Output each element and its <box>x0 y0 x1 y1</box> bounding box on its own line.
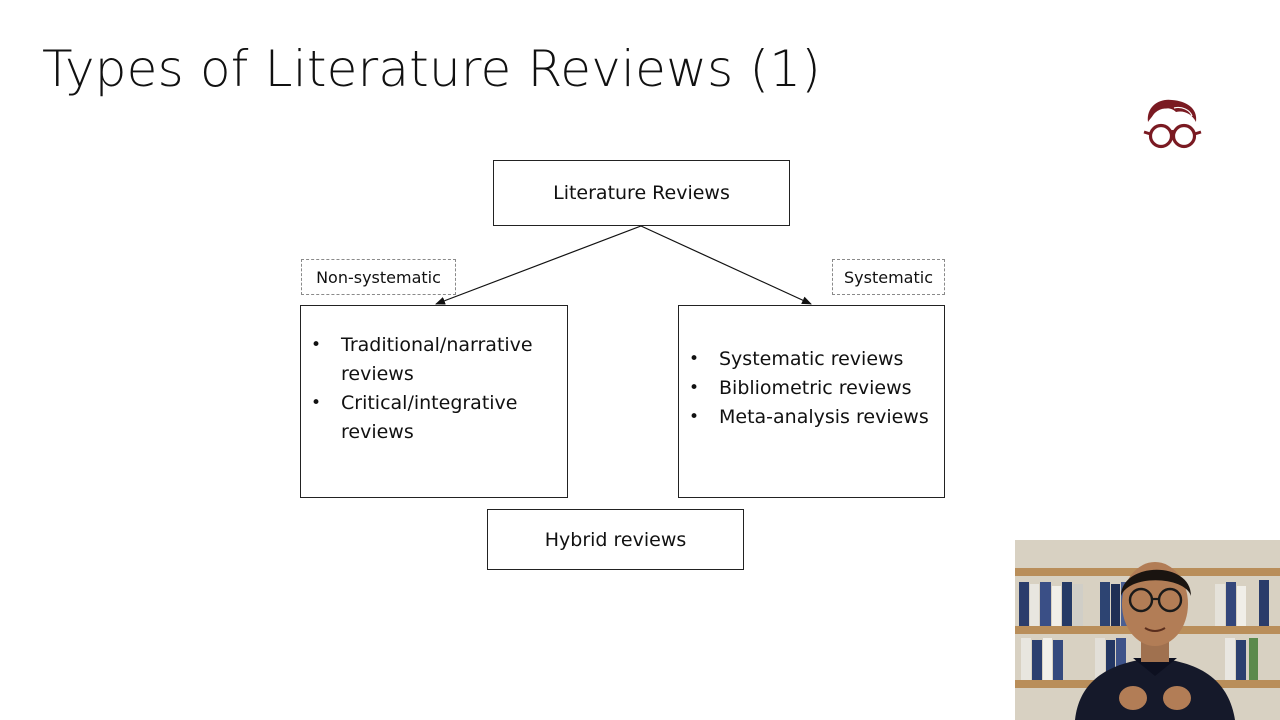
hybrid-reviews-box: Hybrid reviews <box>487 509 744 570</box>
presenter-video-frame <box>1015 540 1280 720</box>
arrow-to-systematic <box>640 225 812 305</box>
literature-reviews-box: Literature Reviews <box>493 160 790 226</box>
non-systematic-reviews-box: Traditional/narrative reviews Critical/i… <box>300 305 568 498</box>
systematic-reviews-box: Systematic reviews Bibliometric reviews … <box>678 305 945 498</box>
list-item: Traditional/narrative reviews <box>301 331 567 389</box>
systematic-list: Systematic reviews Bibliometric reviews … <box>679 345 944 432</box>
systematic-label: Systematic <box>844 267 933 287</box>
list-item: Systematic reviews <box>679 345 944 374</box>
non-systematic-tag: Non-systematic <box>301 259 456 295</box>
list-item: Critical/integrative reviews <box>301 389 567 447</box>
arrow-to-non-systematic <box>435 225 642 305</box>
non-systematic-list: Traditional/narrative reviews Critical/i… <box>301 331 567 447</box>
hybrid-reviews-label: Hybrid reviews <box>544 528 687 551</box>
presenter-webcam <box>1015 540 1280 720</box>
list-item: Meta-analysis reviews <box>679 403 944 432</box>
slide-title: Types of Literature Reviews (1) <box>42 40 821 98</box>
literature-reviews-label: Literature Reviews <box>553 182 730 204</box>
spectacles-face-logo-icon <box>1143 99 1202 149</box>
non-systematic-label: Non-systematic <box>316 267 441 287</box>
list-item: Bibliometric reviews <box>679 374 944 403</box>
systematic-tag: Systematic <box>832 259 945 295</box>
